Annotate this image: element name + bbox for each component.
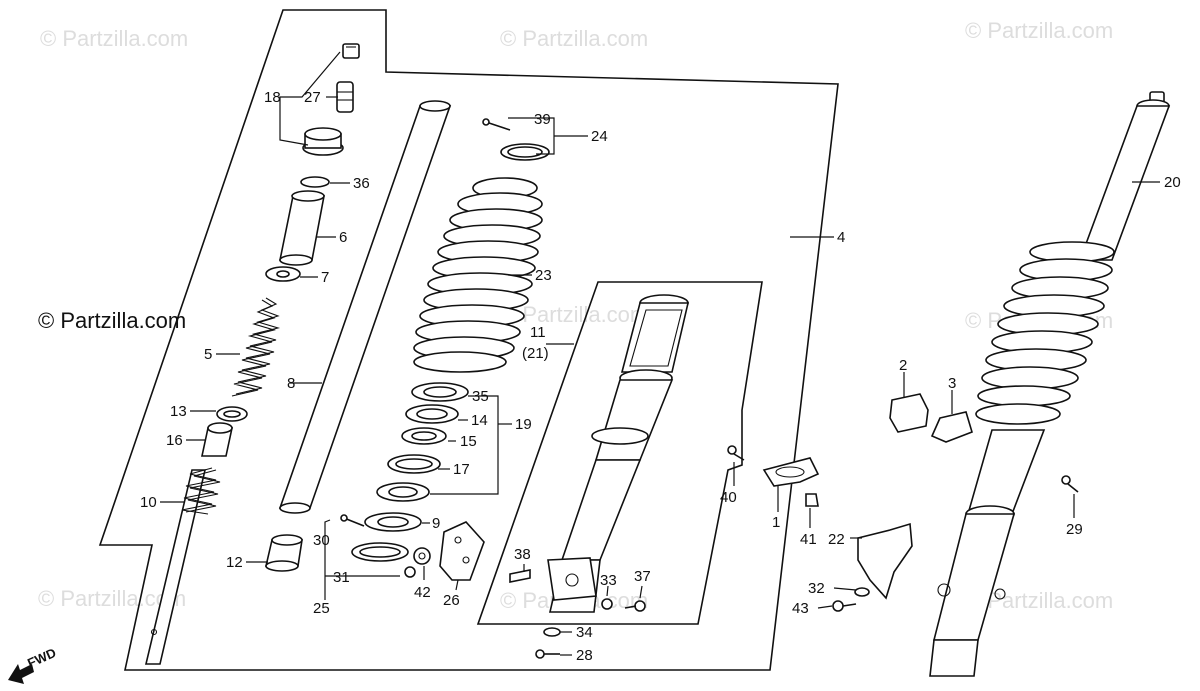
part-label-34: 34 [576, 624, 593, 641]
washer-34 [543, 627, 561, 637]
nut-31 [404, 566, 416, 578]
seal-stack [364, 382, 469, 532]
part-label-1: 1 [772, 514, 780, 531]
copyright-notice: © Partzilla.com [38, 308, 186, 333]
part-label-25: 25 [313, 600, 330, 617]
fork-leg-assembly [929, 91, 1171, 677]
part-label-26: 26 [443, 592, 460, 609]
bolt-40 [727, 445, 745, 461]
part-label-6: 6 [339, 229, 347, 246]
nut-33 [601, 598, 613, 610]
part-label-37: 37 [634, 568, 651, 585]
forward-direction-indicator: FWD [8, 645, 58, 684]
part-label-10: 10 [140, 494, 157, 511]
part-label-19: 19 [515, 416, 532, 433]
watermark-top-center: © Partzilla.com [500, 26, 648, 51]
part-label-29: 29 [1066, 521, 1083, 538]
axle-bolt-38 [509, 569, 531, 583]
part-label-11: 11 [530, 324, 546, 341]
part-label-40: 40 [720, 489, 737, 506]
bolt-43 [832, 600, 857, 612]
leader-lines [160, 51, 1160, 656]
bolt-30 [340, 514, 365, 527]
part-label-31: 31 [333, 569, 350, 586]
o-ring-36 [300, 176, 330, 188]
watermark-top-left: © Partzilla.com [40, 26, 188, 51]
part-label-17: 17 [453, 461, 470, 478]
fork-cap-bolt [342, 43, 360, 59]
part-label-7: 7 [321, 269, 329, 286]
fork-boot [413, 177, 543, 373]
part-label-42: 42 [414, 584, 431, 601]
part-label-23: 23 [535, 267, 552, 284]
part-label-5: 5 [204, 346, 212, 363]
spacer-collar [279, 190, 325, 266]
nut-42 [413, 547, 431, 565]
part-label-38: 38 [514, 546, 531, 563]
part-label-41: 41 [800, 531, 817, 548]
bolt-39 [482, 118, 511, 131]
part-label-15: 15 [460, 433, 477, 450]
part-label-16: 16 [166, 432, 183, 449]
spring-seat-washer [265, 266, 301, 282]
forward-arrow-icon [8, 664, 34, 684]
bracket-22 [857, 522, 913, 600]
bolt-28 [535, 649, 560, 659]
part-label-27: 27 [304, 89, 321, 106]
part-label-3: 3 [948, 375, 956, 392]
bolt-37 [624, 600, 646, 612]
fork-pipe [144, 422, 233, 665]
part-label-21: (21) [522, 345, 549, 362]
part-label-14: 14 [471, 412, 488, 429]
band-clamp-31 [351, 542, 409, 562]
oil-lock-piece [264, 534, 303, 572]
bottom-case-frame [476, 281, 763, 625]
part-label-28: 28 [576, 647, 593, 664]
part-label-13: 13 [170, 403, 187, 420]
bracket-2 [889, 393, 929, 433]
part-label-8: 8 [287, 375, 295, 392]
fork-spring [231, 297, 281, 397]
washer-32 [854, 587, 870, 597]
part-label-18: 18 [264, 89, 281, 106]
part-label-43: 43 [792, 600, 809, 617]
part-label-9: 9 [432, 515, 440, 532]
watermark-middle-center: © Partzilla.com [500, 302, 648, 327]
part-label-22: 22 [828, 531, 845, 548]
bolt-29 [1061, 475, 1079, 493]
part-label-36: 36 [353, 175, 370, 192]
fwd-label: FWD [25, 645, 58, 671]
part-label-33: 33 [600, 572, 617, 589]
nut-41 [805, 493, 819, 507]
spring-seat-o-ring [336, 81, 354, 113]
part-label-4: 4 [837, 229, 845, 246]
part-labels: 18 27 36 6 7 5 8 13 16 10 12 39 24 23 4 … [140, 89, 1181, 664]
fork-assembly-frame [98, 9, 839, 671]
part-label-39: 39 [534, 111, 551, 128]
bracket-26 [439, 521, 485, 581]
fork-bolt [302, 127, 344, 156]
part-label-30: 30 [313, 532, 330, 549]
part-label-24: 24 [591, 128, 608, 145]
part-label-12: 12 [226, 554, 243, 571]
snap-ring-13 [216, 406, 248, 422]
bracket-3 [930, 411, 973, 443]
watermark-top-right: © Partzilla.com [965, 18, 1113, 43]
bottom-case [547, 294, 690, 613]
part-label-32: 32 [808, 580, 825, 597]
part-label-20: 20 [1164, 174, 1181, 191]
clamp-1 [762, 457, 820, 487]
part-label-35: 35 [472, 388, 489, 405]
part-label-2: 2 [899, 357, 907, 374]
fork-tube [278, 100, 452, 514]
band-clamp-24 [500, 143, 550, 161]
